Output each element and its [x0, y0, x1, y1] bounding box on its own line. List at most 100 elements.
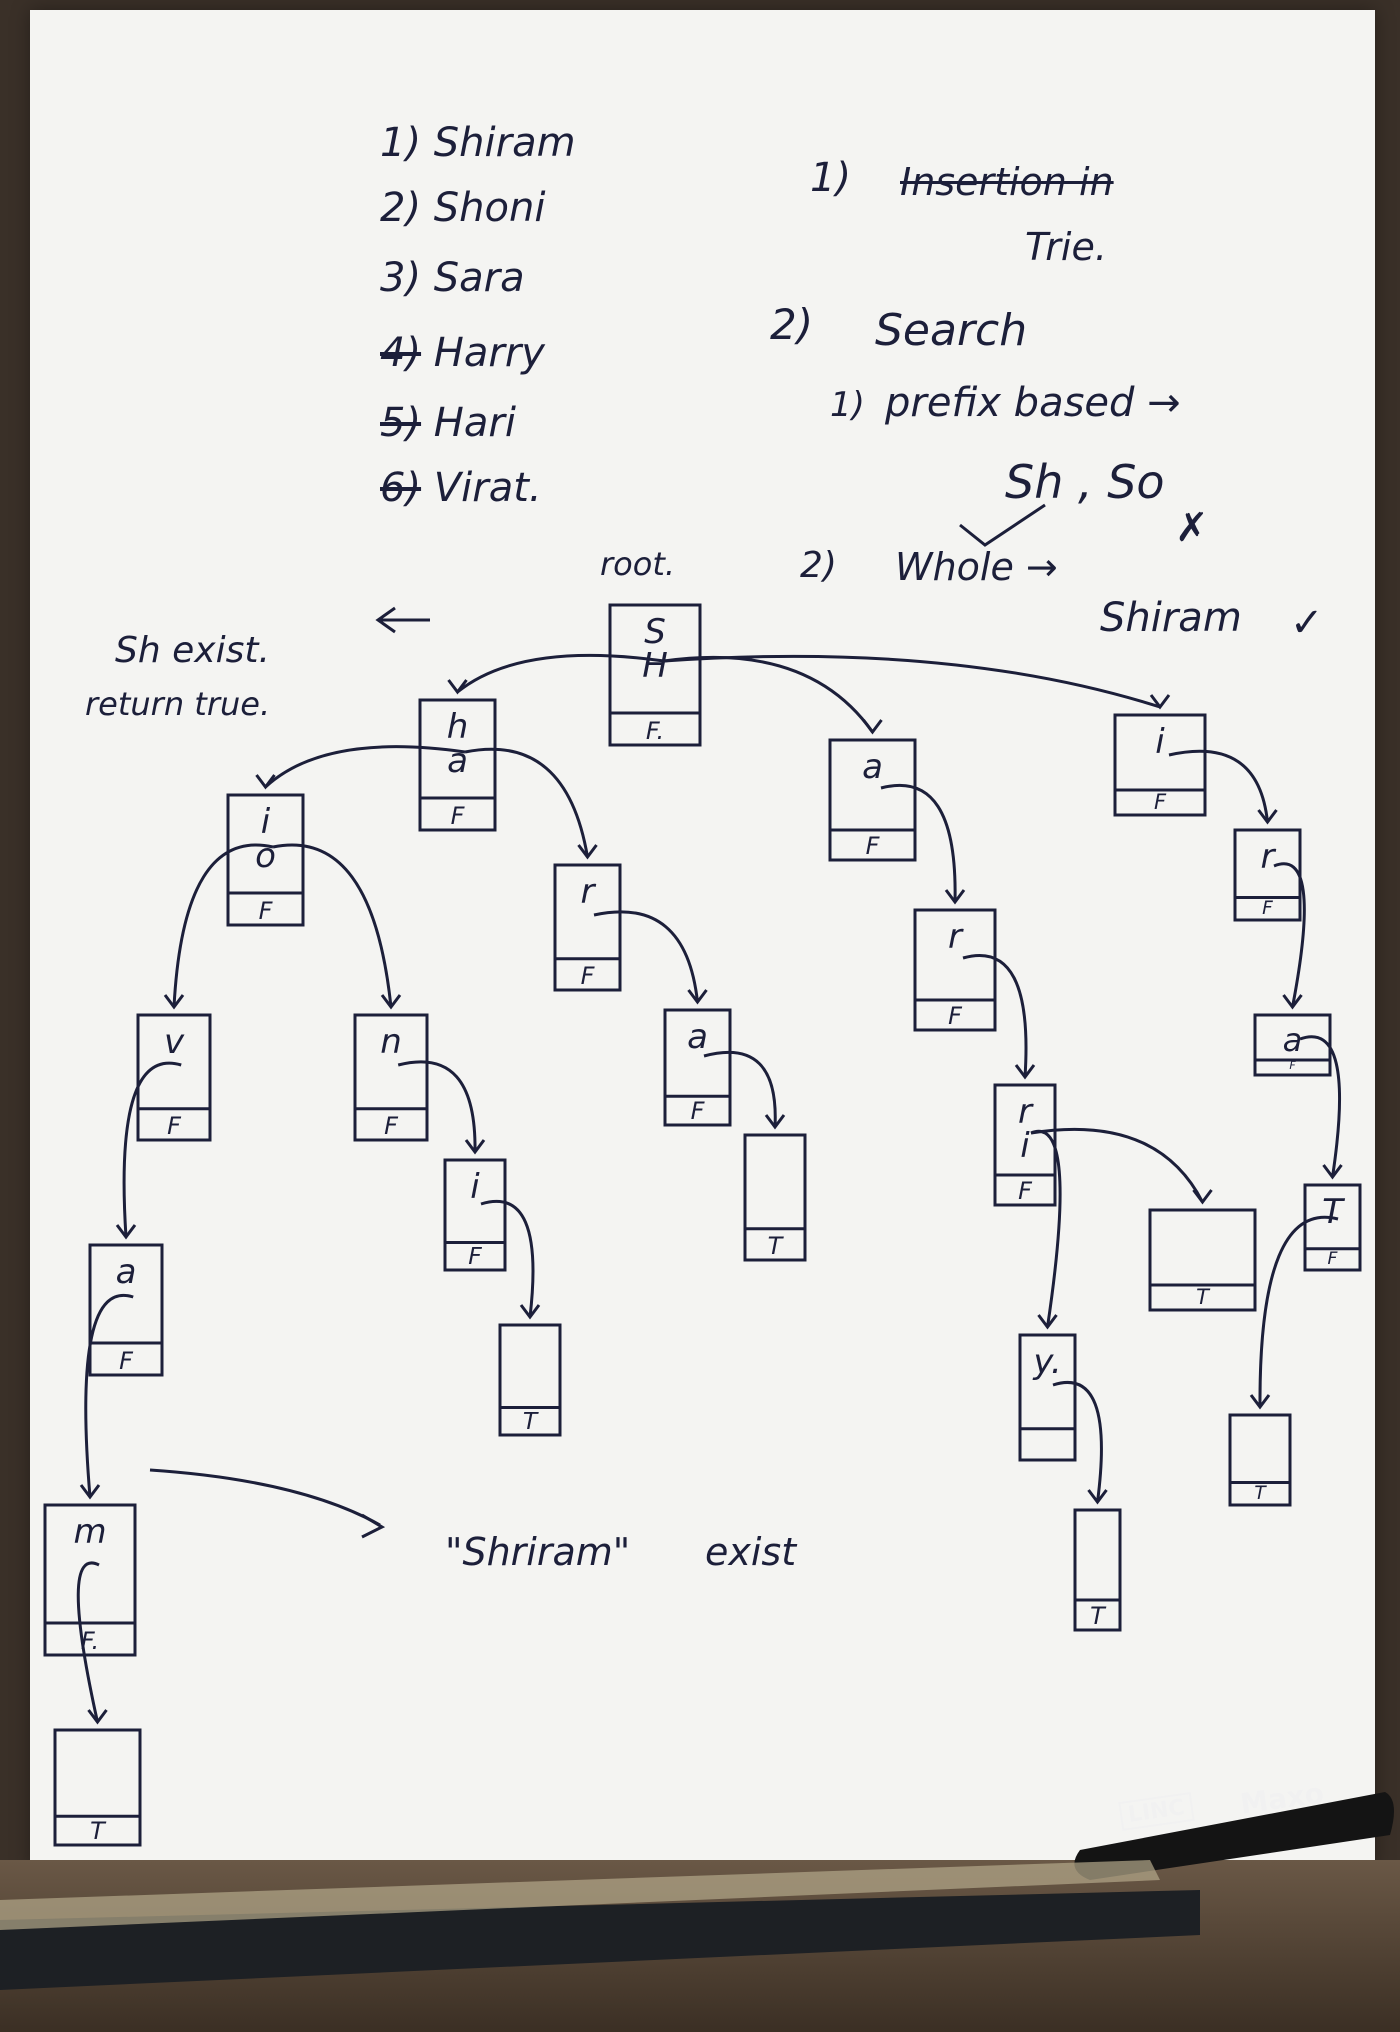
trie-edge — [76, 1561, 100, 1723]
trie-node: iF — [1113, 713, 1207, 817]
arrowhead-icon — [255, 774, 276, 790]
trie-node: nF — [353, 1013, 429, 1142]
prefix-search-label: prefix based → — [885, 380, 1181, 426]
trie-node: aF — [663, 1008, 732, 1127]
trie-node: aF — [88, 1243, 164, 1377]
arrowhead-icon — [1037, 1314, 1058, 1330]
trie-node-box — [1018, 1333, 1077, 1462]
arrowhead-icon — [1014, 1064, 1036, 1080]
trie-node-flag: F. — [646, 717, 664, 745]
word-list-item: 3) Sara — [380, 255, 525, 301]
trie-node-flag: T — [523, 1407, 539, 1435]
trie-node-box — [743, 1133, 807, 1262]
trie-node-box — [1303, 1183, 1362, 1272]
trie-edge — [1258, 1215, 1339, 1408]
arrowhead-icon — [380, 994, 402, 1010]
cross-mark: ✗ — [1175, 505, 1209, 551]
trie-node: iF — [443, 1158, 507, 1272]
trie-edge — [1052, 1380, 1103, 1503]
trie-node: T — [53, 1728, 142, 1847]
topic-1-title-cont: Trie. — [1025, 225, 1107, 269]
trie-node-flag: F — [119, 1347, 134, 1375]
trie-nodes: SHF.haFioFvFaFmF.TnFiFTrFaFTaFrFriFTy.Ti… — [43, 603, 1362, 1847]
trie-node-char: r — [948, 917, 964, 957]
trie-node-flag: F — [167, 1112, 182, 1140]
word-list-item: 6) Virat. — [380, 465, 542, 511]
trie-node-flag: F — [866, 832, 881, 860]
trie-node-char: o — [255, 836, 276, 876]
arrowhead-icon — [361, 1513, 386, 1539]
trie-edges — [76, 653, 1343, 1725]
trie-node-char: v — [164, 1022, 185, 1062]
arrowhead-icon — [519, 1304, 541, 1320]
trie-edge — [663, 654, 1161, 709]
trie-node-box — [993, 1083, 1057, 1207]
trie-node-box — [226, 793, 305, 927]
trie-node-box — [43, 1503, 137, 1657]
trie-edge — [264, 745, 466, 789]
trie-node: vF — [136, 1013, 212, 1142]
trie-node-box — [1073, 1508, 1122, 1632]
arrowhead-icon — [1257, 809, 1278, 825]
trie-node-char: i — [470, 1167, 480, 1207]
word-list-item: 4) Harry — [380, 330, 545, 376]
trie-node-flag: T — [1196, 1285, 1211, 1309]
trie-node: T — [1228, 1413, 1292, 1507]
shriram-exist-word: exist — [705, 1530, 797, 1574]
trie-node: T — [743, 1133, 807, 1262]
trie-node-char: r — [581, 872, 597, 912]
trie-node-char: n — [380, 1022, 402, 1062]
trie-node: T — [1148, 1208, 1257, 1312]
trie-node-flag: F — [451, 802, 466, 830]
arrowhead-icon — [79, 1484, 101, 1500]
trie-node-flag: T — [1090, 1602, 1107, 1630]
trie-edge — [1299, 1035, 1342, 1178]
trie-node: riF — [993, 1083, 1057, 1207]
trie-node-flag: T — [1254, 1483, 1267, 1504]
check-sh-icon — [959, 503, 1046, 547]
trie-node-char: a — [862, 747, 883, 787]
trie-node: haF — [418, 698, 497, 832]
trie-node-box — [663, 1008, 732, 1127]
trie-node-char: a — [116, 1252, 137, 1292]
trie-node-char: r — [1018, 1092, 1034, 1132]
arrowhead-icon — [944, 889, 966, 905]
trie-node-box — [88, 1243, 164, 1377]
word-list-item: 2) Shoni — [380, 185, 546, 231]
trie-node-box — [1233, 828, 1302, 922]
root-label: root. — [600, 545, 676, 583]
arrowhead-icon — [577, 844, 598, 860]
trie-node-box — [1113, 713, 1207, 817]
prefix-examples: Sh , So — [1005, 455, 1165, 509]
word-list-item: 5) Hari — [380, 400, 516, 446]
trie-edge — [703, 1050, 777, 1128]
arrowhead-icon — [447, 679, 468, 695]
trie-edge — [1168, 749, 1269, 823]
trie-node-char: T — [1322, 1192, 1345, 1232]
arrowhead-icon — [87, 1709, 108, 1725]
arrowhead-icon — [687, 989, 708, 1005]
topic-1-number: 1) — [810, 155, 852, 201]
trie-node-flag: T — [90, 1817, 107, 1845]
trie-edge — [172, 843, 274, 1008]
whole-example: Shiram — [1100, 595, 1242, 641]
trie-node: T — [1073, 1508, 1122, 1632]
trie-node-flag: F — [691, 1097, 706, 1125]
trie-node-char: a — [447, 741, 468, 781]
trie-edge — [1030, 1129, 1062, 1328]
trie-edge — [464, 747, 589, 858]
shriram-exist-quote: "Shriram" — [445, 1530, 631, 1574]
trie-node-flag: F. — [81, 1627, 99, 1655]
trie-node: rF — [1233, 828, 1302, 922]
trie-node-box — [608, 603, 702, 747]
trie-node-char: i — [1155, 722, 1165, 762]
trie-edge — [397, 1060, 477, 1153]
trie-node-box — [418, 698, 497, 832]
trie-edge — [1030, 1127, 1204, 1203]
trie-node: rF — [913, 908, 997, 1032]
topic-2-title: Search — [875, 305, 1028, 356]
trie-node-box — [913, 908, 997, 1032]
trie-node-flag: F — [1328, 1249, 1339, 1269]
trie-node-flag: F — [1154, 790, 1167, 814]
